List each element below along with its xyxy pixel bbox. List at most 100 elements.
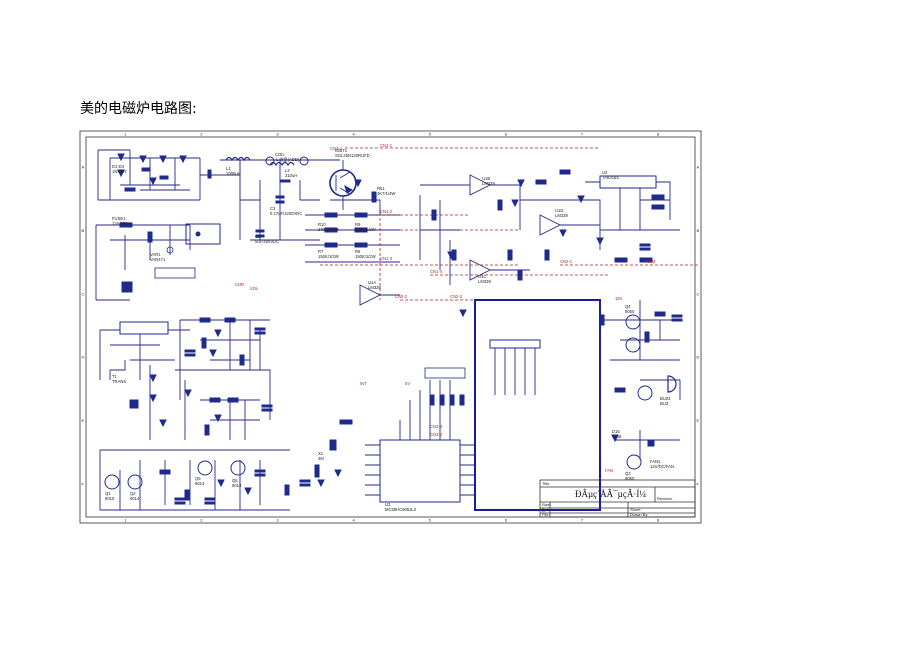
component-ref: U2 [602,170,608,175]
component-value: LM339 [555,213,568,218]
component-value: Ｌ线盘(ADD) [275,156,300,162]
component-ref: Q4 [625,304,631,309]
component-ref: FUSE1 [112,216,126,221]
feedback-network [305,191,400,263]
component-value: 4K7/1/4W [377,191,395,196]
component-ref: COIL [275,152,285,157]
net-label: CN3-4 [430,432,443,437]
frame-column-marker: 1 [124,132,127,137]
component-ref: Q2 [130,491,136,496]
frame-row-marker: B [82,228,85,233]
component-ref: C3 [270,206,276,211]
page-heading: 美的电磁炉电路图: [80,101,197,117]
component-value: TRANS [112,379,126,384]
component-ref: R6 [355,249,361,254]
component-ref: L2 [285,168,290,173]
component-value: 8050 [625,309,635,314]
mcu-section [299,299,601,511]
component-ref: Q1 [105,491,111,496]
component-ref: FAN1 [650,459,661,464]
frame-column-marker: 6 [505,518,508,523]
component-ref: D15 [612,429,620,434]
schematic-frame-outer [79,130,702,524]
frame-row-marker: C [82,291,85,296]
driver-ic [585,175,680,263]
component-value: LM339 [368,285,381,290]
component-value: 12V/DC/FAN [650,464,674,469]
component-ref: R7 [318,249,324,254]
component-labels: D1-D41N4007FUSE112A/250VVAR1VAR471C15uF/… [105,148,674,512]
igbt-symbol [329,160,362,210]
frame-row-marker: F [697,481,700,486]
net-label: INT [360,381,367,386]
net-label: FAN [605,468,613,473]
component-value: 150K/1/2W [355,254,376,259]
mains-input-section [95,222,221,301]
sheet-label: Sheet [630,507,641,512]
file-label: File: [542,512,550,517]
component-value: SGL25N120RUFD [335,153,370,158]
size-label: Size [542,502,551,507]
net-label: CN1-3 [380,256,393,261]
net-label: CN1-2 [380,209,393,214]
component-ref: X1 [318,451,324,456]
component-ref: L1 [226,166,231,171]
net-label: PWM [645,259,656,264]
frame-column-marker: 6 [505,132,508,137]
component-value: LM339 [478,279,491,284]
component-value: 9014 [232,483,242,488]
component-value: 240K/1/2W [355,227,376,232]
frame-row-marker: A [82,165,85,170]
frame-column-marker: 4 [352,518,355,523]
component-value: 4M [318,456,324,461]
frame-column-marker: 7 [581,518,584,523]
component-value: 1000uH [226,171,241,176]
component-ref: U1D [555,208,563,213]
frame-column-marker: 2 [200,132,203,137]
component-value: 9014 [195,481,205,486]
component-ref: U1A [368,280,376,285]
net-label: CN1-1 [380,143,393,148]
component-ref: U1B [482,176,490,181]
component-value: 5uF/400VDC [255,239,279,244]
component-ref: R10 [318,222,326,227]
frame-column-marker: 5 [429,518,432,523]
net-label: 18V [615,296,623,301]
component-value: 1N4007 [112,169,127,174]
component-value: 0.27uF/1200VDC [270,211,302,216]
component-ref: Q5 [195,476,201,481]
net-label: CN2-2 [450,294,463,299]
date-label: Date: [542,507,552,512]
component-value: 9015 [105,496,115,501]
component-ref: R51 [377,186,385,191]
net-label: 5V [405,381,410,386]
frame-row-marker: A [697,165,700,170]
component-value: MC68HC908JL3 [385,507,417,512]
frame-column-marker: 3 [276,518,279,523]
frame-row-marker: B [697,228,700,233]
component-value: 8050 [625,476,635,481]
frame-column-marker: 3 [276,132,279,137]
size-value: B [542,508,545,513]
drawn-by-label: Drawn By: [630,512,648,517]
component-value: 240K/1/2W [318,227,339,232]
net-label: CUR [235,282,244,287]
fan-buzzer-section [599,300,683,470]
component-ref: R9 [355,222,361,227]
component-ref: Q3 [625,471,631,476]
frame-row-marker: D [697,355,700,360]
component-value: TA8316S [602,175,619,180]
component-ref: C1 [255,234,261,239]
frame-column-marker: 1 [124,518,127,523]
component-ref: VAR1 [150,252,161,257]
frame-row-marker: E [697,418,700,423]
transistor-section [99,449,290,511]
net-label: VOL [250,286,259,291]
title-block: Title ÐÂµç´ÅÂ¯µçÂ·Í¼ Size B Revision Dat… [539,479,696,518]
component-value: 310uH [285,173,297,178]
schematic-title: ÐÂµç´ÅÂ¯µçÂ·Í¼ [575,489,646,499]
